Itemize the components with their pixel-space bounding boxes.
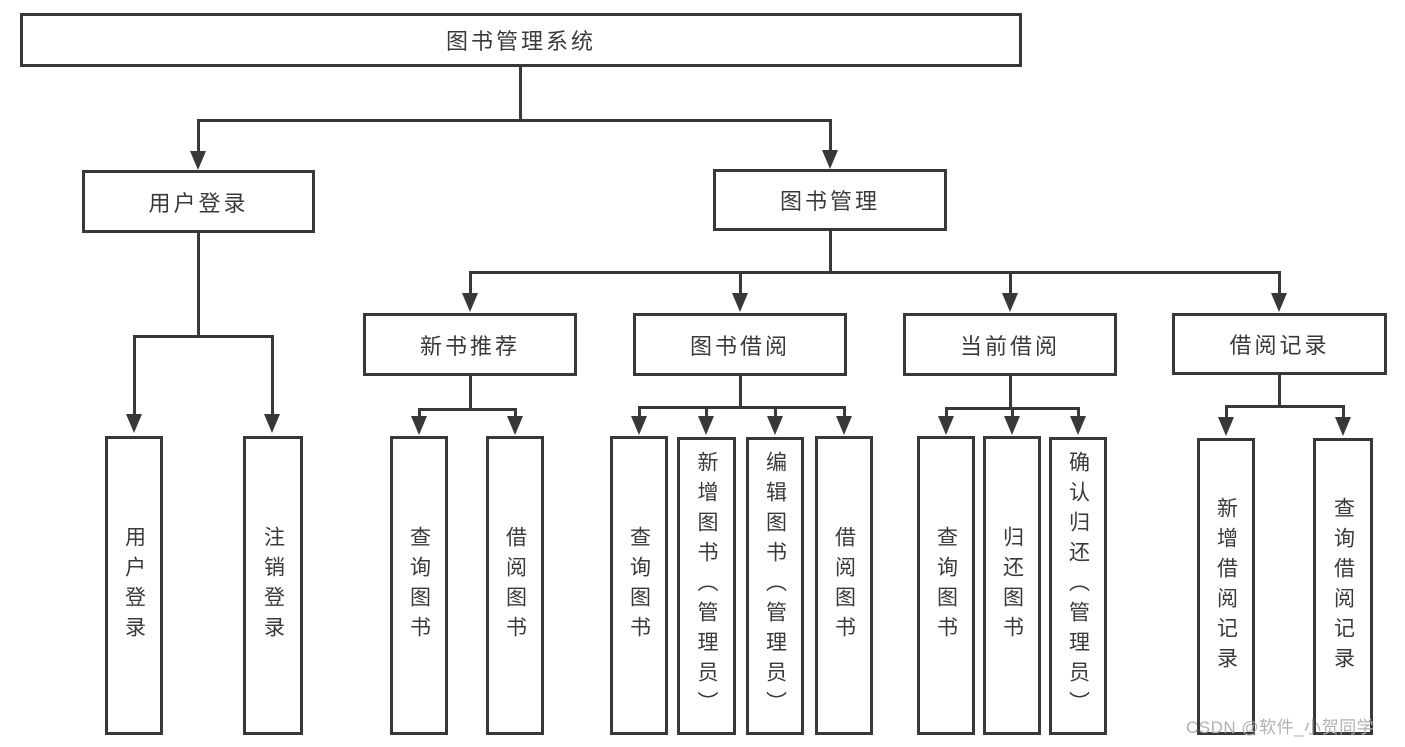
connector-line [774,406,777,418]
leaf-query-borrow-record-label: 查询借阅记录 [1331,496,1355,677]
connector-line [945,407,948,418]
leaf-return-books: 归还图书 [983,436,1041,735]
node-book-borrowing: 图书借阅 [633,313,847,376]
leaf-edit-books-admin: 编辑图书（管理员） [746,437,804,735]
node-root-label: 图书管理系统 [445,29,596,54]
connector-line [739,376,742,409]
arrow-down-icon [822,150,838,169]
connector-line [829,231,832,274]
leaf-add-borrow-record: 新增借阅记录 [1197,438,1255,735]
arrow-down-icon [1218,417,1234,436]
leaf-borrow-books-recommend-label: 借阅图书 [503,525,527,646]
leaf-add-books-admin-label: 新增图书（管理员） [695,451,718,721]
node-user-login-label: 用户登录 [148,190,249,216]
node-book-management-label: 图书管理 [779,189,880,214]
node-user-login: 用户登录 [82,170,315,233]
arrow-down-icon [1070,416,1086,435]
connector-line [1009,271,1012,295]
connector-line [843,406,846,418]
watermark: CSDN @软件_小贺同学 [1186,718,1375,737]
node-new-book-recommend: 新书推荐 [363,313,577,376]
leaf-add-borrow-record-label: 新增借阅记录 [1214,496,1238,677]
connector-line [1278,271,1281,295]
leaf-edit-books-admin-label: 编辑图书（管理员） [763,451,787,721]
node-new-book-recommend-label: 新书推荐 [419,333,520,359]
arrow-down-icon [1004,416,1020,435]
arrow-down-icon [190,151,206,170]
leaf-query-books-current-label: 查询图书 [934,525,958,646]
connector-line [133,335,136,416]
connector-line [739,271,742,295]
leaf-logout: 注销登录 [243,436,303,735]
connector-line [271,335,274,416]
connector-line [197,119,200,152]
connector-line [197,119,831,122]
leaf-borrow-books-recommend: 借阅图书 [486,436,544,735]
connector-line [638,406,641,418]
connector-line [1009,376,1012,410]
leaf-user-login-label: 用户登录 [122,525,146,646]
arrow-down-icon [264,414,280,433]
arrow-down-icon [1002,293,1018,312]
node-current-borrowing: 当前借阅 [903,313,1117,376]
connector-line [1077,407,1080,418]
connector-line [469,271,1281,274]
connector-line [829,119,832,151]
node-current-borrowing-label: 当前借阅 [959,333,1060,359]
arrow-down-icon [631,416,647,435]
arrow-down-icon [462,293,478,312]
connector-line [514,408,517,418]
connector-line [418,408,517,411]
arrow-down-icon [938,416,954,435]
node-book-borrowing-label: 图书借阅 [689,333,790,359]
arrow-down-icon [1335,417,1351,436]
leaf-add-books-admin: 新增图书（管理员） [677,437,736,735]
arrow-down-icon [836,416,852,435]
arrow-down-icon [767,416,783,435]
arrow-down-icon [1271,293,1287,312]
leaf-query-borrow-record: 查询借阅记录 [1313,438,1373,735]
leaf-borrow-books-borrowing: 借阅图书 [815,436,873,735]
node-borrow-records-label: 借阅记录 [1229,333,1330,358]
arrow-down-icon [411,416,427,435]
leaf-return-books-label: 归还图书 [1000,525,1024,646]
connector-line [705,406,708,418]
connector-line [133,335,274,338]
node-root: 图书管理系统 [20,13,1022,67]
arrow-down-icon [126,414,142,433]
arrow-down-icon [507,416,523,435]
connector-line [638,406,846,409]
connector-line [469,271,472,295]
connector-line [1278,375,1281,408]
leaf-user-login: 用户登录 [105,436,163,735]
node-book-management: 图书管理 [713,169,947,231]
connector-line [1225,405,1345,408]
arrow-down-icon [732,293,748,312]
leaf-query-books-current: 查询图书 [917,436,975,735]
connector-line [1011,407,1014,418]
leaf-confirm-return-admin: 确认归还（管理员） [1049,437,1107,735]
leaf-query-books-recommend: 查询图书 [390,436,448,735]
connector-line [1342,405,1345,418]
leaf-query-books-recommend-label: 查询图书 [407,525,431,646]
connector-line [469,376,472,411]
arrow-down-icon [698,416,714,435]
connector-line [197,233,200,338]
leaf-confirm-return-admin-label: 确认归还（管理员） [1066,451,1090,721]
leaf-logout-label: 注销登录 [261,525,285,646]
node-borrow-records: 借阅记录 [1172,313,1387,375]
leaf-query-books-borrowing: 查询图书 [610,436,668,735]
leaf-query-books-borrowing-label: 查询图书 [627,525,651,646]
connector-line [418,408,421,418]
connector-line [519,67,522,120]
connector-line [1225,405,1228,418]
leaf-borrow-books-borrowing-label: 借阅图书 [832,525,856,646]
